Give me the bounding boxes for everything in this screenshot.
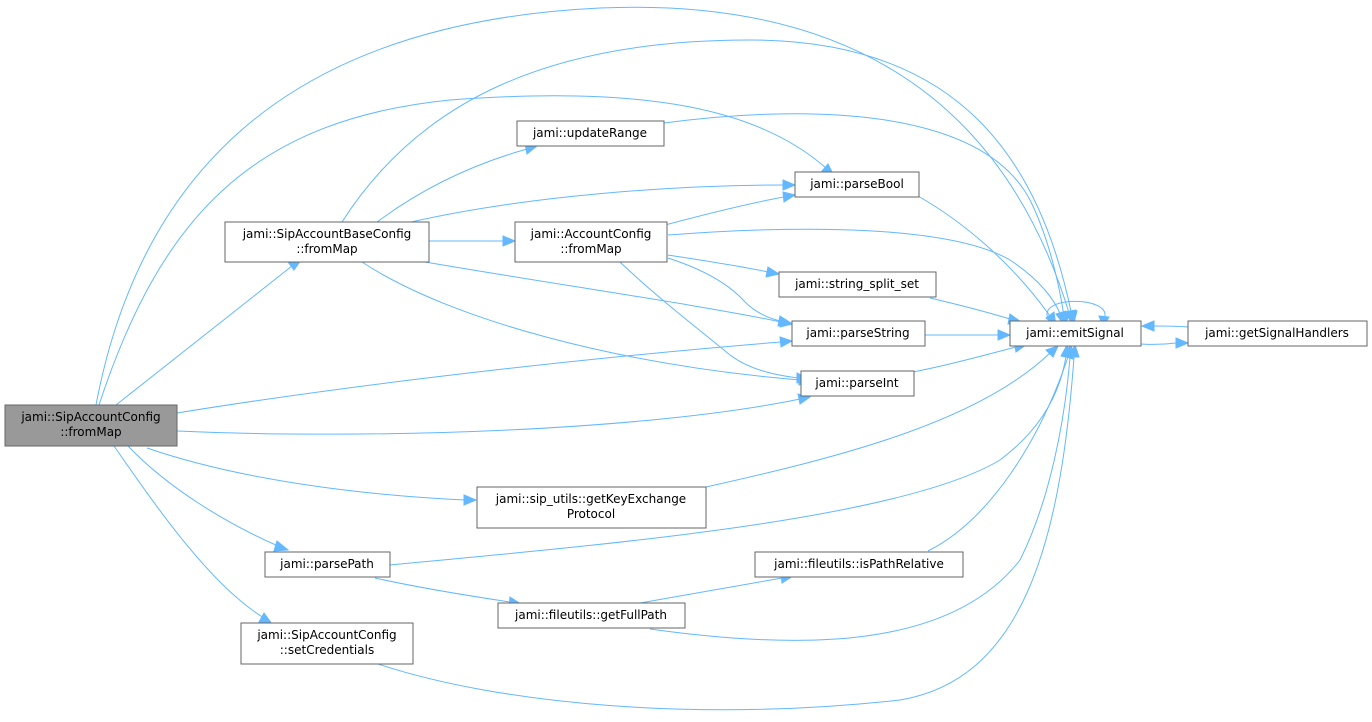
node-label-line: jami::sip_utils::getKeyExchange [495,492,686,506]
node-label-line: jami::parseString [805,326,909,340]
node-label-line: jami::string_split_set [794,277,919,291]
edge-accountconfig-to-parsebool [664,191,797,226]
edge-setcredentials-to-emitsignal [374,343,1080,711]
edge-splitset-to-emitsignal [929,297,1023,325]
edge-parsepath-to-emitsignal [389,343,1072,566]
node-updaterange[interactable]: jami::updateRange [516,120,665,147]
node-label-line: jami::parseInt [814,376,898,390]
node-getsignalhandlers[interactable]: jami::getSignalHandlers [1187,320,1368,347]
edge-root-to-parsestring [176,336,794,414]
node-label-line: ::setCredentials [280,643,374,657]
call-nodes: jami::SipAccountConfig ::fromMap jami::S… [4,120,1368,665]
node-parsepath[interactable]: jami::parsePath [264,551,391,578]
edge-parseint-to-emitsignal [912,341,1028,373]
edge-keyexchange-to-emitsignal [705,345,1059,488]
edge-basefrom-to-updaterange [376,143,539,223]
node-emitsignal[interactable]: jami::emitSignal [1009,320,1142,347]
edge-basefrom-to-parseint [361,261,813,386]
node-sipaccountconfig-frommap[interactable]: jami::SipAccountConfig ::fromMap [4,404,178,447]
node-label-line: Protocol [567,507,615,521]
node-parsestring[interactable]: jami::parseString [791,320,926,347]
edge-basefrom-to-accountconfig [429,235,517,247]
node-setcredentials[interactable]: jami::SipAccountConfig ::setCredentials [240,622,414,665]
edge-root-to-basefrom [115,259,303,406]
edge-basefrom-to-emitsignal [341,39,1078,328]
node-label-line: ::fromMap [60,425,121,439]
node-label-line: jami::getSignalHandlers [1204,326,1349,340]
edge-root-to-parsebool [98,95,836,406]
node-parseint[interactable]: jami::parseInt [800,370,915,397]
edge-accountconfig-to-parsestring [667,257,793,327]
node-label-line: jami::fileutils::isPathRelative [773,557,944,571]
node-label-line: ::fromMap [560,242,621,256]
edge-root-to-keyexchange [146,447,478,506]
node-label-line: jami::AccountConfig [530,227,652,241]
edge-handlers-to-emitsignal [1140,320,1189,332]
node-sipaccountbaseconfig-frommap[interactable]: jami::SipAccountBaseConfig ::fromMap [224,221,430,263]
node-label-line: jami::SipAccountConfig [20,410,160,424]
edge-root-to-emitsignal-top [95,6,1077,406]
node-label-line: jami::parseBool [809,177,904,191]
edge-root-to-parsepath [127,445,290,552]
call-edges [95,6,1190,711]
node-parsebool[interactable]: jami::parseBool [794,171,920,198]
node-ispathrelative[interactable]: jami::fileutils::isPathRelative [754,551,964,578]
node-label-line: jami::updateRange [532,126,647,140]
edge-parsestring-to-emitsignal [925,329,1012,341]
node-label-line: jami::SipAccountBaseConfig [242,227,412,241]
node-getfullpath[interactable]: jami::fileutils::getFullPath [497,602,686,629]
node-accountconfig-frommap[interactable]: jami::AccountConfig ::fromMap [514,221,668,263]
node-getkeyexchangeprotocol[interactable]: jami::sip_utils::getKeyExchange Protocol [476,486,707,529]
edge-root-to-setcredentials [113,445,274,625]
node-label-line: jami::fileutils::getFullPath [514,608,667,622]
edge-root-to-parseint [176,393,812,435]
edge-basefrom-to-parsebool [410,179,797,223]
node-label-line: jami::parsePath [279,557,374,571]
node-label-line: jami::emitSignal [1025,326,1124,340]
edge-parsebool-to-emitsignal [917,195,1057,328]
node-string-split-set[interactable]: jami::string_split_set [778,271,937,298]
node-label-line: jami::SipAccountConfig [256,628,396,642]
edge-emitsignal-to-handlers [1140,337,1190,349]
node-label-line: ::fromMap [296,242,357,256]
edge-accountconfig-to-splitset [667,254,781,278]
